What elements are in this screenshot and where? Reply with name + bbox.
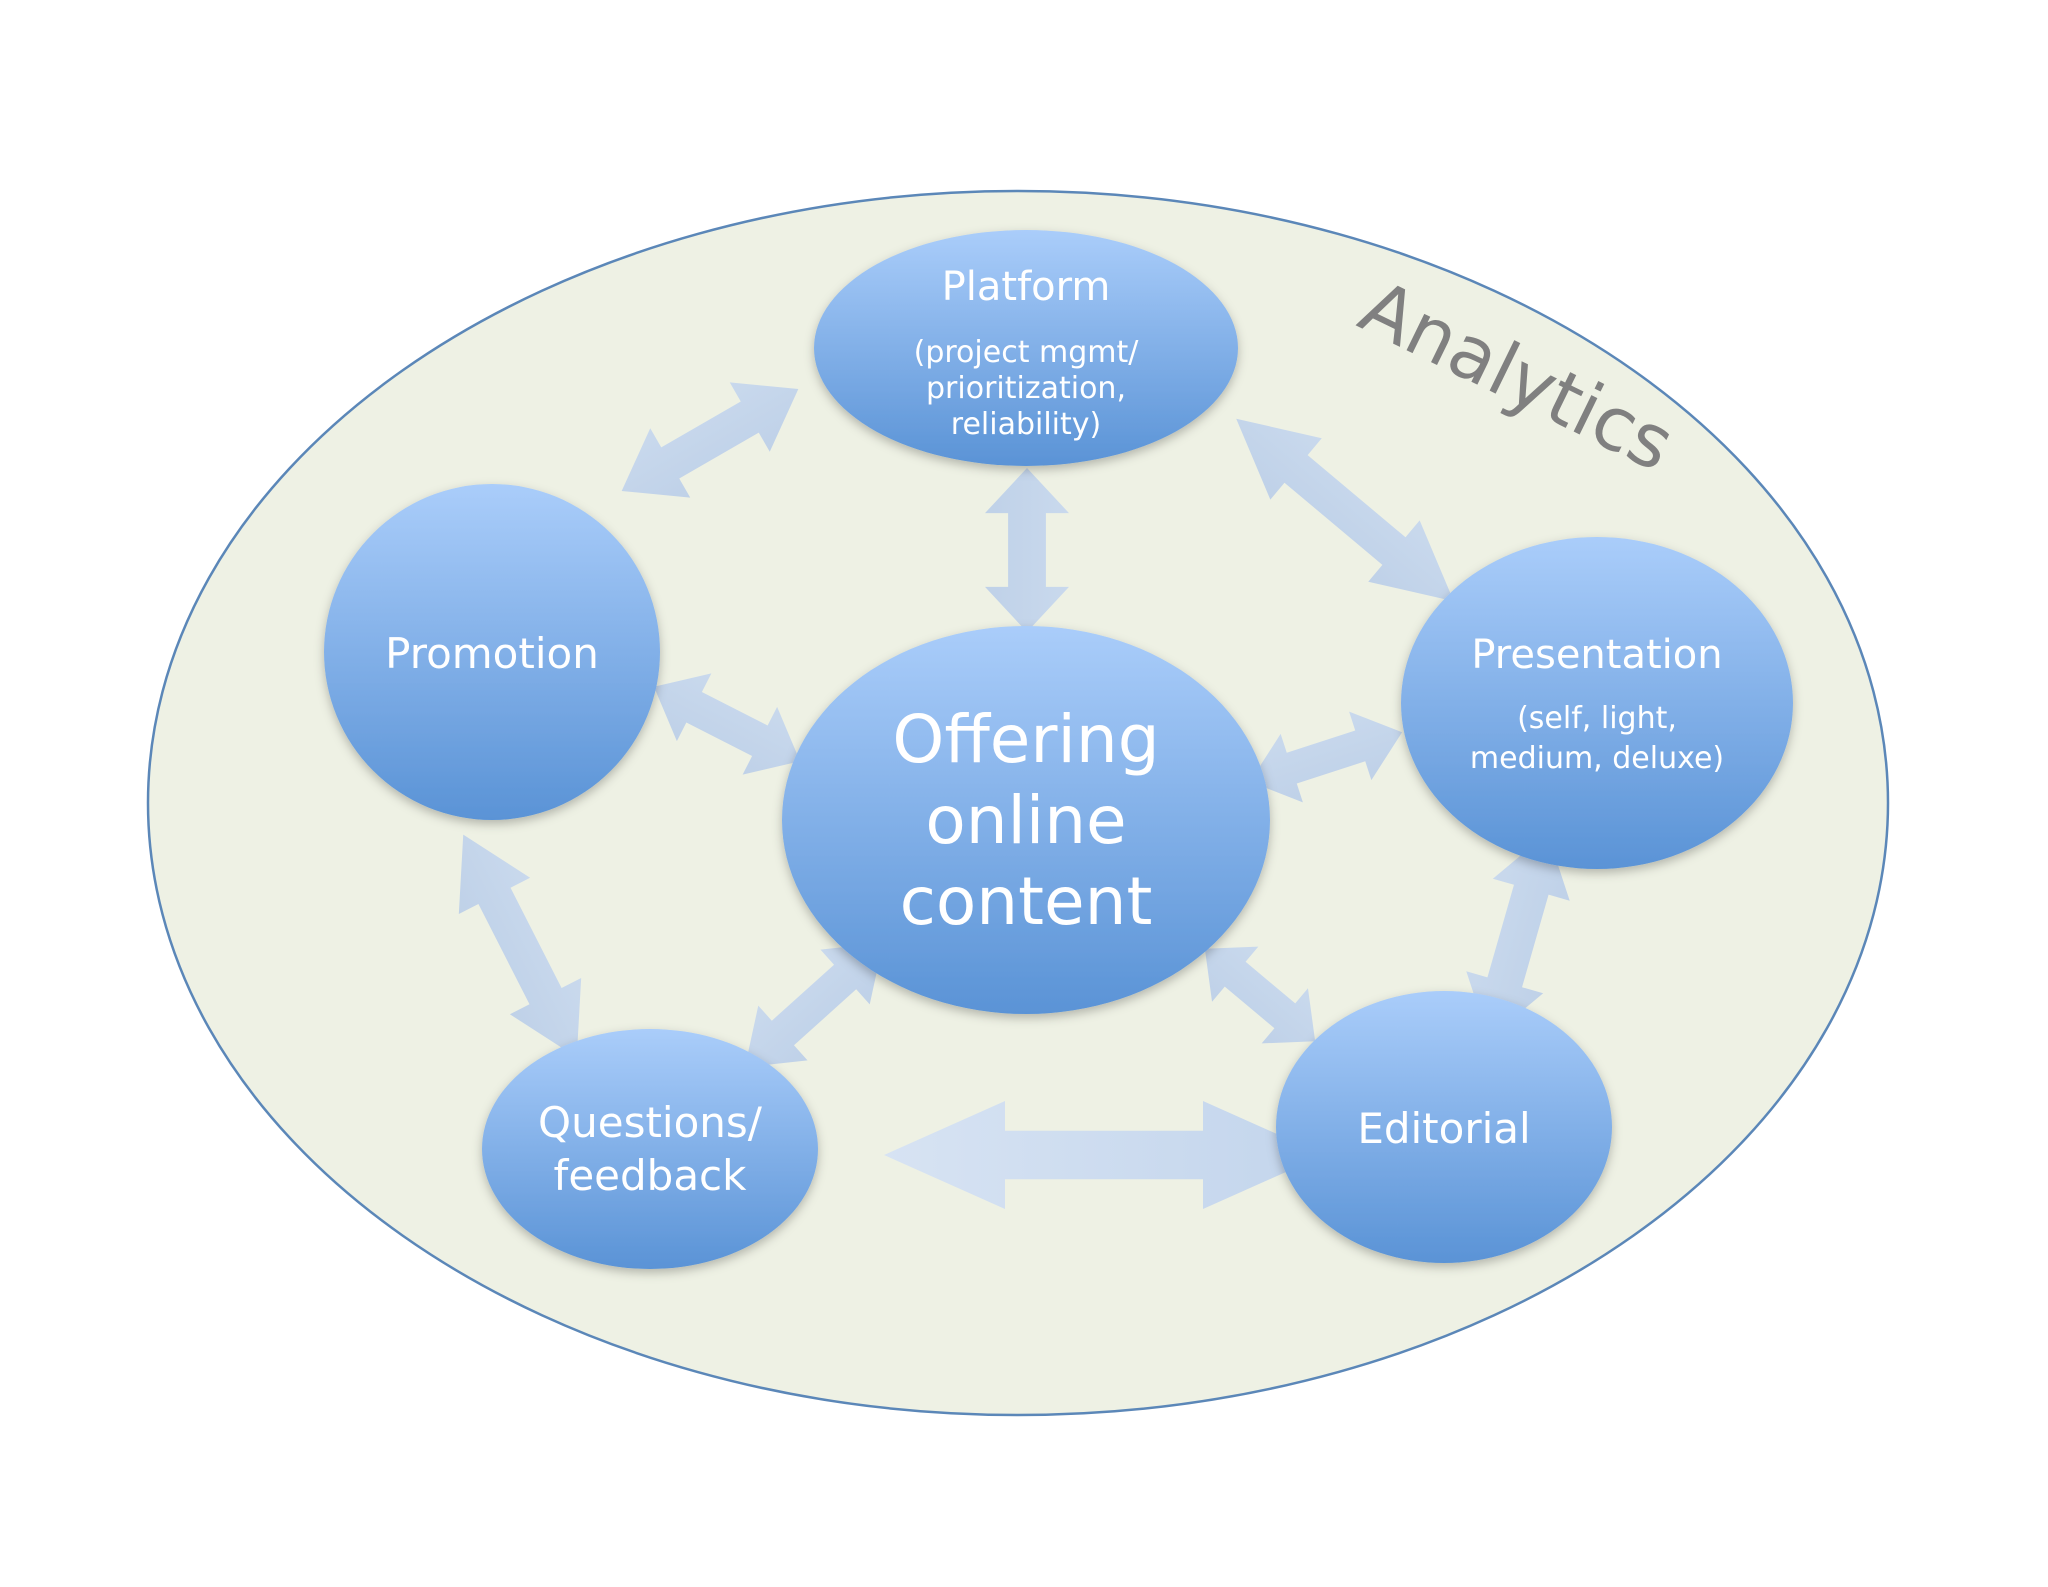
node-center-line-2: online xyxy=(925,782,1126,859)
node-platform-subtitle-2: prioritization, xyxy=(926,371,1126,406)
node-platform-subtitle-1: (project mgmt/ xyxy=(914,335,1140,370)
node-center xyxy=(782,626,1270,1014)
node-editorial-title: Editorial xyxy=(1357,1104,1530,1153)
node-platform-subtitle-3: reliability) xyxy=(951,407,1101,442)
node-presentation-subtitle-2: medium, deluxe) xyxy=(1470,741,1724,776)
node-center-line-3: content xyxy=(900,863,1153,940)
node-questions xyxy=(482,1029,818,1269)
node-platform-title: Platform xyxy=(942,264,1111,310)
node-promotion-title: Promotion xyxy=(385,629,599,678)
node-platform xyxy=(814,230,1238,466)
node-editorial xyxy=(1276,991,1612,1263)
node-promotion xyxy=(324,484,660,820)
node-questions-line-1: Questions/ xyxy=(538,1098,763,1147)
node-center-line-1: Offering xyxy=(892,701,1159,778)
node-presentation xyxy=(1401,537,1793,869)
node-presentation-subtitle-1: (self, light, xyxy=(1517,701,1677,736)
node-presentation-title: Presentation xyxy=(1471,632,1722,678)
node-questions-line-2: feedback xyxy=(554,1151,748,1200)
